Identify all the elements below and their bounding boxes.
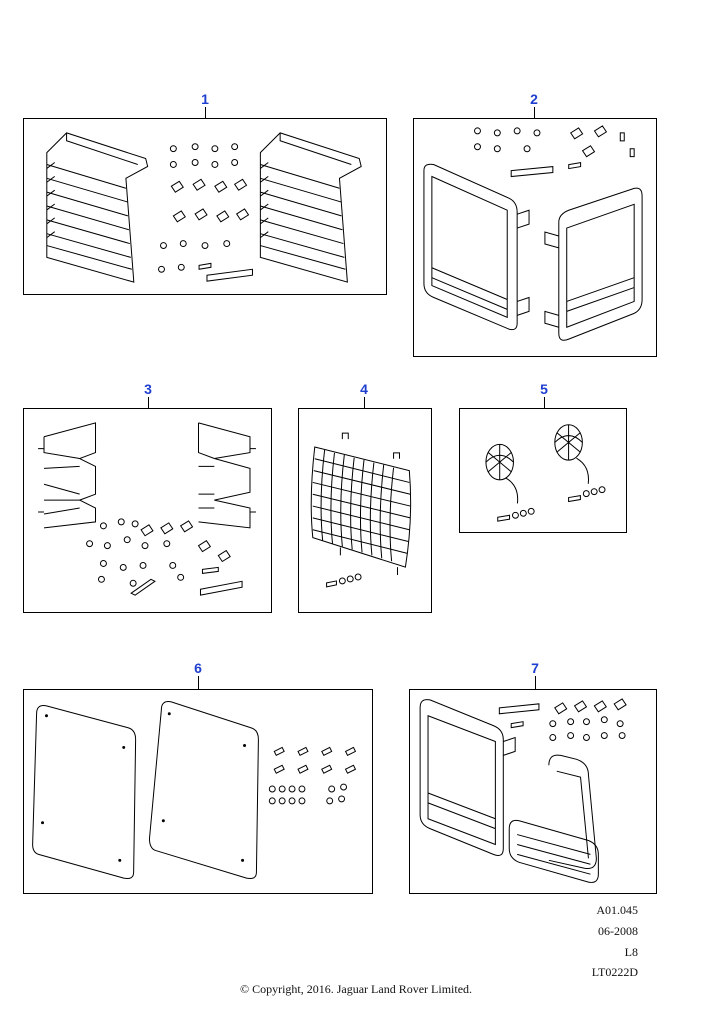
headlamp-wire-guard-icon xyxy=(460,409,626,532)
kit-panel-6[interactable] xyxy=(23,689,373,894)
lamp-guard-louvre-kit-icon xyxy=(24,119,386,294)
leader-line-6 xyxy=(198,676,199,689)
kit-panel-5[interactable] xyxy=(459,408,627,533)
leader-line-3 xyxy=(148,397,149,408)
leader-line-7 xyxy=(535,676,536,689)
leader-line-1 xyxy=(205,107,206,118)
callout-1: 1 xyxy=(201,91,209,107)
leader-line-5 xyxy=(544,397,545,408)
kit-panel-2[interactable] xyxy=(413,118,657,357)
kit-panel-1[interactable] xyxy=(23,118,387,295)
reference-line: L8 xyxy=(624,945,638,959)
kit-panel-7[interactable] xyxy=(409,689,657,894)
leader-line-2 xyxy=(534,107,535,118)
lamp-guard-panel-kit-icon xyxy=(24,690,372,893)
reference-date: 06-2008 xyxy=(598,924,638,938)
callout-7: 7 xyxy=(531,660,539,676)
kit-panel-3[interactable] xyxy=(23,408,272,613)
callout-4: 4 xyxy=(360,381,368,397)
front-lamp-guard-frame-kit-icon xyxy=(410,690,656,893)
callout-3: 3 xyxy=(144,381,152,397)
callout-2: 2 xyxy=(530,91,538,107)
callout-6: 6 xyxy=(194,660,202,676)
reference-id: LT0222D xyxy=(591,965,638,979)
callout-5: 5 xyxy=(540,381,548,397)
reference-code: A01.045 xyxy=(596,903,638,917)
lamp-guard-bracket-kit-icon xyxy=(24,409,271,612)
rear-lamp-guard-frame-kit-icon xyxy=(414,119,656,356)
copyright-notice: © Copyright, 2016. Jaguar Land Rover Lim… xyxy=(239,982,473,996)
leader-line-4 xyxy=(364,397,365,408)
wire-mesh-guard-icon xyxy=(299,409,431,612)
kit-panel-4[interactable] xyxy=(298,408,432,613)
